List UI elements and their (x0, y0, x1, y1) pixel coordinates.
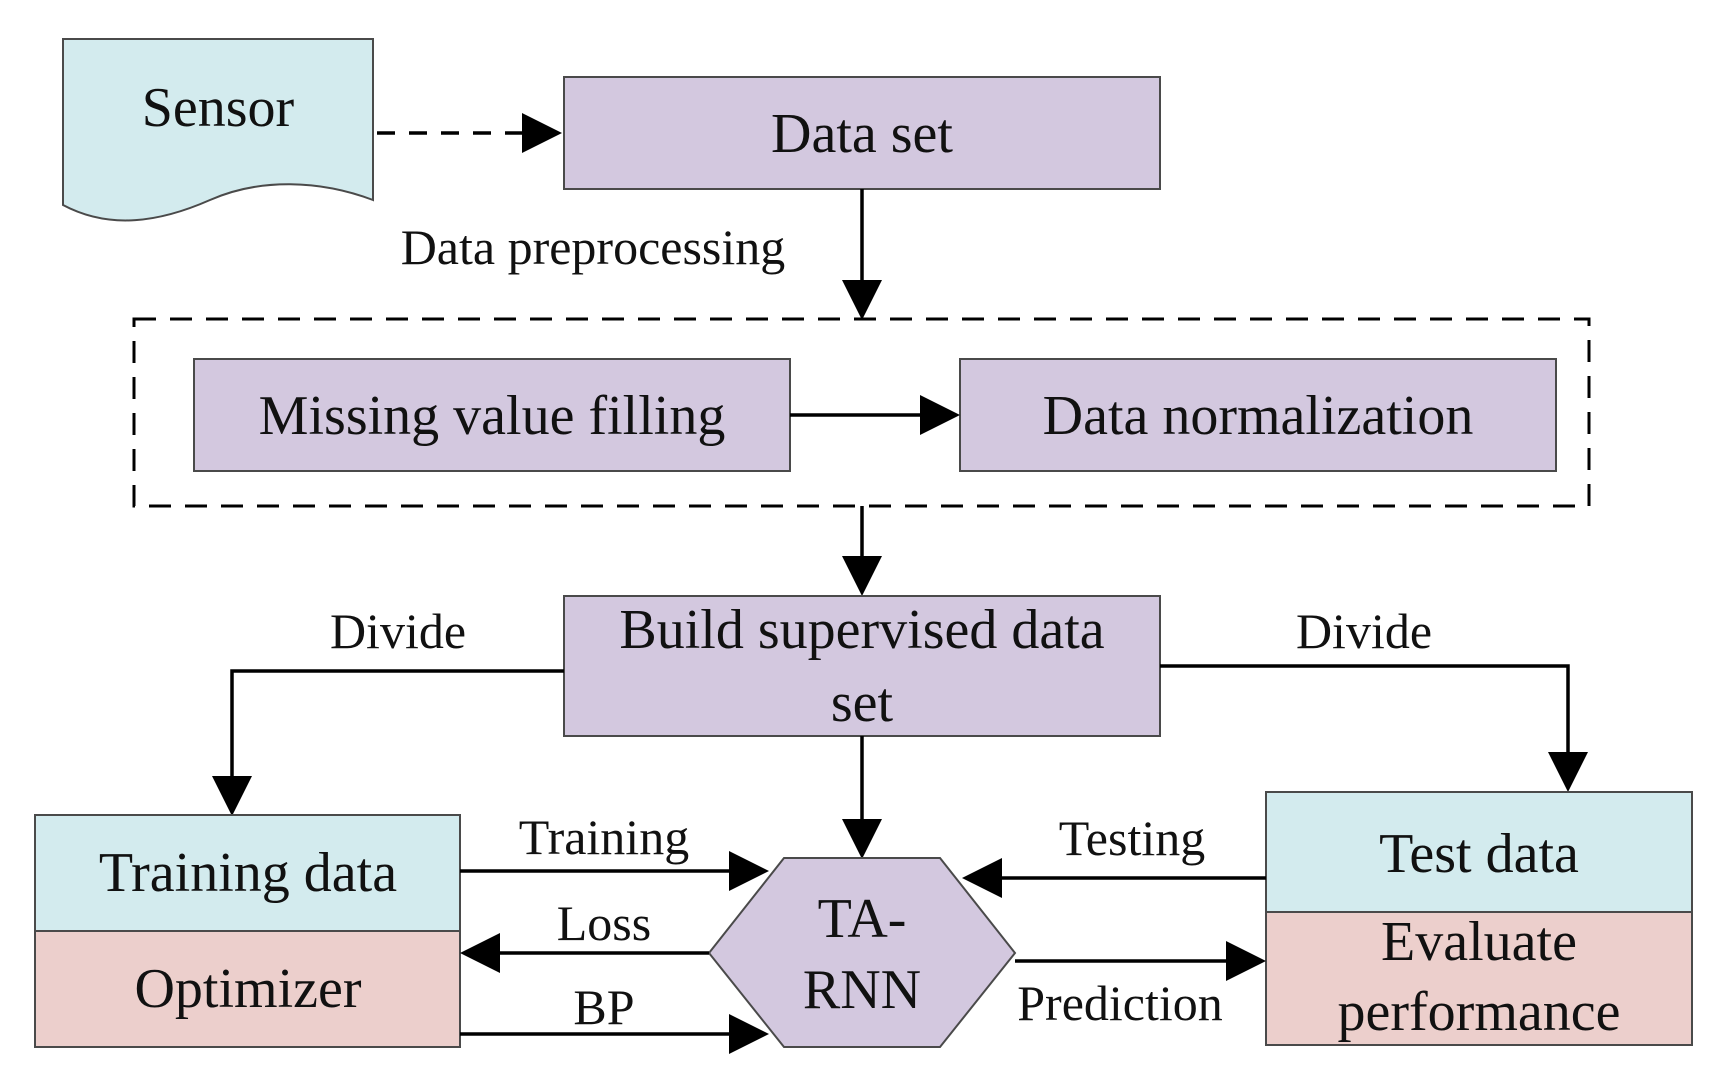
missing-value-label: Missing value filling (259, 385, 726, 447)
divide-left-arrow (212, 669, 564, 816)
ta-rnn-label-line2: RNN (803, 959, 921, 1021)
preprocessing-label: Data preprocessing (401, 219, 786, 275)
divide-right-arrow (1160, 664, 1588, 792)
loss-label: Loss (557, 895, 651, 951)
normalization-label: Data normalization (1043, 385, 1474, 447)
bp-label: BP (573, 979, 634, 1035)
sensor-node: Sensor (62, 38, 374, 222)
ta-rnn-node: TA- RNN (707, 857, 1017, 1048)
preprocessing-group (132, 317, 1591, 508)
build-supervised-label-line2: set (831, 672, 894, 734)
prediction-label: Prediction (1017, 975, 1223, 1031)
evaluate-label-line1: Evaluate (1381, 911, 1577, 973)
divide-left-label: Divide (330, 603, 466, 659)
testing-label: Testing (1059, 810, 1205, 866)
ta-rnn-label-line1: TA- (818, 888, 907, 950)
missing-value-node: Missing value filling (193, 358, 791, 472)
optimizer-label: Optimizer (134, 958, 361, 1020)
data-set-node: Data set (563, 76, 1161, 190)
divide-right-label: Divide (1296, 603, 1432, 659)
build-supervised-label-line1: Build supervised data (619, 599, 1104, 661)
training-data-node: Training data (34, 814, 461, 932)
training-data-label: Training data (99, 842, 397, 904)
test-data-node: Test data (1265, 791, 1693, 913)
build-supervised-node: Build supervised data set (563, 595, 1161, 737)
test-data-label: Test data (1379, 823, 1579, 885)
optimizer-node: Optimizer (34, 930, 461, 1048)
training-label: Training (519, 809, 689, 865)
data-set-label: Data set (771, 103, 953, 165)
evaluate-node: Evaluate performance (1265, 911, 1693, 1046)
evaluate-label-line2: performance (1338, 981, 1621, 1043)
normalization-node: Data normalization (959, 358, 1557, 472)
sensor-label: Sensor (142, 77, 295, 139)
